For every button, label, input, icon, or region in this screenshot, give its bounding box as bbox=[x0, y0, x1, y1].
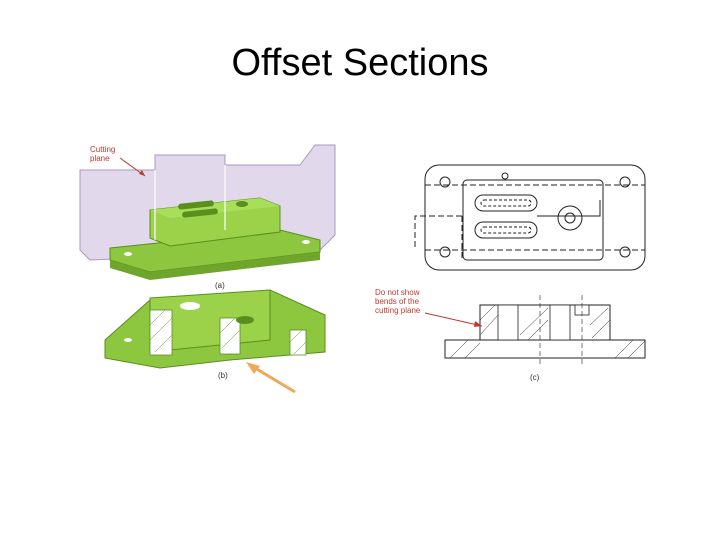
counterbore-hole bbox=[236, 201, 248, 207]
corner-hole bbox=[302, 240, 310, 244]
panel-c-section-view: Do not show bends of the cutting plane (… bbox=[375, 288, 646, 382]
section-hatching bbox=[149, 309, 307, 355]
bend-note: cutting plane bbox=[375, 306, 421, 315]
corner-hole bbox=[619, 176, 631, 188]
small-hole bbox=[501, 172, 509, 180]
slot-lower bbox=[182, 208, 218, 218]
corner-hole bbox=[619, 246, 631, 258]
cutting-plane-label: Cutting bbox=[90, 145, 115, 154]
note-arrowhead bbox=[474, 321, 482, 327]
corner-hole bbox=[439, 246, 451, 258]
panel-a-isometric-part: Cutting plane (a) bbox=[79, 144, 336, 290]
pointer-arrowhead bbox=[246, 362, 260, 374]
corner-hole bbox=[124, 338, 132, 342]
slot-upper bbox=[178, 200, 214, 210]
panel-c-caption: (c) bbox=[530, 373, 540, 382]
boss-outline bbox=[462, 179, 604, 261]
cut-face bbox=[289, 329, 307, 356]
cut-face bbox=[149, 309, 173, 356]
offset-path bbox=[414, 215, 463, 260]
pointer-arrow bbox=[249, 363, 296, 394]
panel-a-caption: (a) bbox=[215, 281, 225, 290]
counterbore-inner bbox=[564, 212, 576, 224]
corner-hole bbox=[124, 252, 132, 256]
panel-b-caption: (b) bbox=[218, 371, 228, 380]
cut-face bbox=[219, 317, 241, 355]
section-base bbox=[444, 339, 646, 359]
base-plate-edge bbox=[110, 252, 320, 280]
cutting-plane-label: plane bbox=[90, 154, 110, 163]
top-view-outline bbox=[424, 164, 646, 271]
bend-note: Do not show bbox=[375, 288, 420, 297]
slot-opening bbox=[180, 302, 200, 310]
note-leader bbox=[424, 312, 483, 327]
counterbore-outer bbox=[557, 205, 583, 231]
section-hatching bbox=[449, 304, 646, 359]
panel-b-sectioned-part: (b) bbox=[104, 289, 326, 394]
bend-note: bends of the bbox=[375, 297, 420, 306]
panel-c-top-view bbox=[414, 164, 646, 271]
callout-arrowhead bbox=[139, 170, 145, 176]
slot-upper bbox=[474, 194, 538, 212]
slide-title: Offset Sections bbox=[231, 42, 489, 84]
offset-path bbox=[537, 200, 601, 217]
corner-hole bbox=[439, 176, 451, 188]
figure-canvas: Cutting plane (a) (b) bbox=[79, 144, 646, 394]
counterbore-hole bbox=[236, 316, 254, 324]
slot-lower bbox=[474, 221, 538, 239]
offset-section-figure: Cutting plane (a) (b) bbox=[70, 130, 670, 410]
